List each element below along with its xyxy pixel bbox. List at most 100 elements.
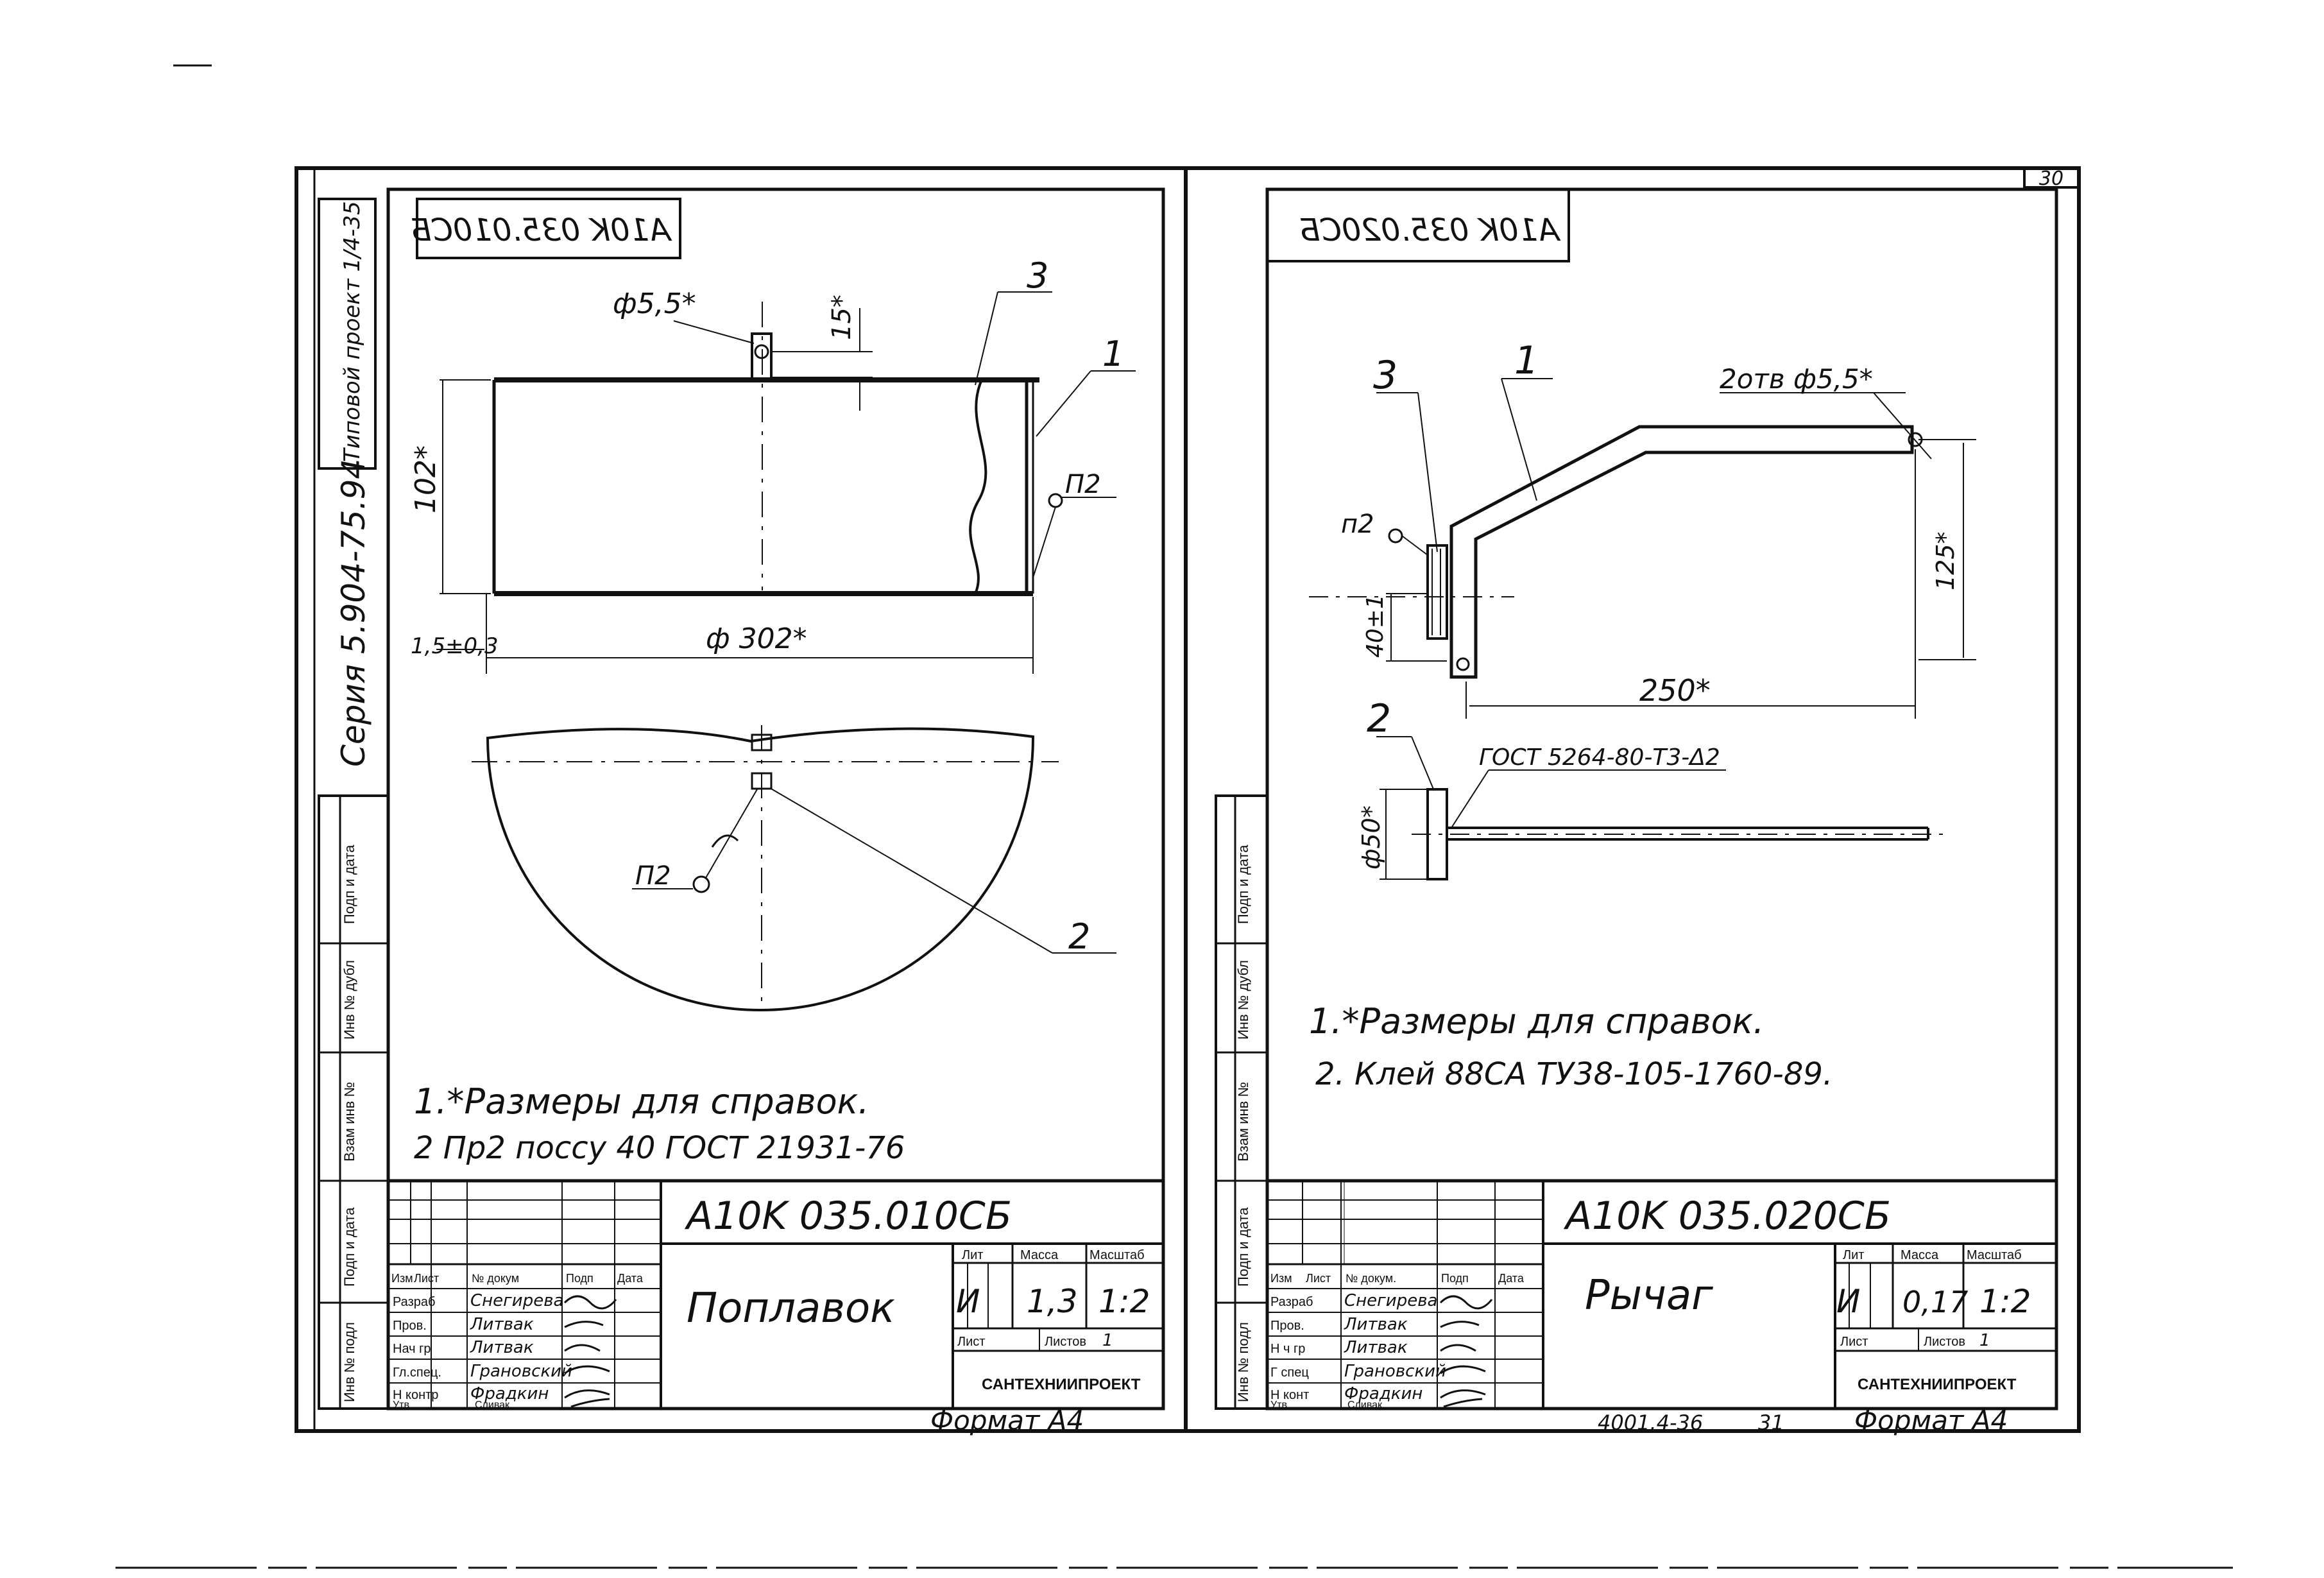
dim-lever-diameter: ф50* (1357, 805, 1385, 870)
right-side-label-5: Инв № подл (1235, 1322, 1251, 1402)
left-tb-sheets-hdr: Листов (1045, 1335, 1086, 1349)
left-tb-name-4: Грановский (470, 1362, 572, 1381)
right-tb-lit-hdr: Лит (1843, 1248, 1864, 1262)
dim-float-diameter: ф 302* (706, 622, 807, 655)
left-tb-name-5: Фрадкин (470, 1384, 549, 1403)
right-title-block (1265, 1179, 2058, 1411)
left-tb-scale: 1:2 (1098, 1283, 1150, 1320)
left-mirror-code-box (416, 198, 681, 259)
lever-dims (1386, 392, 1976, 719)
dim-top-height: 15* (827, 295, 857, 340)
left-tb-name-1: Снегирева (470, 1291, 563, 1310)
right-tb-signatures (1439, 1295, 1493, 1408)
right-tb-role-5: Н конт (1270, 1388, 1309, 1402)
right-side-label-4: Подп и дата (1235, 1207, 1251, 1287)
right-tb-col-izm: Изм (1270, 1272, 1292, 1285)
right-side-label-1: Подп и дата (1235, 845, 1251, 924)
right-note-1: 1.*Размеры для справок. (1309, 1001, 1764, 1042)
right-tb-name-3: Литвак (1344, 1338, 1408, 1357)
left-side-label-5: Инв № подл (341, 1322, 357, 1402)
lever-leaders (1376, 378, 1553, 556)
dim-float-height: 102* (409, 445, 442, 513)
float-front-view (492, 302, 1039, 596)
left-tb-mass: 1,3 (1027, 1283, 1078, 1320)
right-tb-role-6: Утв (1270, 1400, 1287, 1411)
left-tb-col-date: Дата (617, 1272, 644, 1285)
right-tb-org: САНТЕХНИИПРОЕКТ (1858, 1376, 2017, 1393)
left-tb-role-6: Утв (393, 1400, 409, 1411)
pos-2-label: 2 (1068, 916, 1090, 957)
right-tb-scale: 1:2 (1979, 1283, 2031, 1320)
right-tb-scale-hdr: Масштаб (1967, 1248, 2022, 1262)
right-tb-sheets-hdr: Листов (1924, 1335, 1965, 1349)
page-number: 30 (2039, 167, 2063, 190)
left-tb-role-2: Пров. (393, 1319, 427, 1333)
right-tb-name-1: Снегирева (1344, 1291, 1437, 1310)
weld-label-front: П2 (1065, 470, 1101, 499)
dim-lever-holes: 2отв ф5,5* (1720, 363, 1873, 395)
left-tb-col-izm: Изм (391, 1272, 413, 1285)
left-side-label-4: Подп и дата (341, 1207, 357, 1287)
right-side-label-3: Взам инв № (1235, 1082, 1251, 1162)
right-tb-name: Рычаг (1585, 1272, 1713, 1319)
right-tb-role-1: Разраб (1270, 1295, 1313, 1309)
dim-wall-thickness: 1,5±0,3 (411, 633, 499, 659)
right-tb-name-6: Сливак (1347, 1400, 1383, 1411)
left-tb-col-doc: № докум (472, 1272, 519, 1285)
left-tb-code: A10K 035.010СБ (684, 1194, 1012, 1239)
left-title-block (386, 1179, 1165, 1411)
left-tb-col-list: Лист (414, 1272, 439, 1285)
left-tb-signatures (563, 1295, 617, 1408)
lever-pos-2: 2 (1367, 696, 1391, 741)
right-tb-mass-hdr: Масса (1901, 1248, 1939, 1262)
right-tb-col-doc: № докум. (1346, 1272, 1396, 1285)
left-note-1: 1.*Размеры для справок. (414, 1081, 869, 1122)
right-format-label: Формат А4 (1854, 1405, 2008, 1436)
left-tb-name-6: Сливак (475, 1400, 510, 1411)
left-side-columns (318, 794, 389, 1410)
lever-pos-1: 1 (1514, 338, 1539, 383)
weld-label-plan: П2 (635, 861, 671, 891)
left-note-2: 2 Пр2 поссу 40 ГОСТ 21931-76 (414, 1130, 905, 1166)
left-tb-mass-hdr: Масса (1020, 1248, 1059, 1262)
float-plan-view (472, 725, 1116, 1011)
left-side-label-1: Подп и дата (341, 845, 357, 924)
pos-3-label: 3 (1027, 255, 1048, 296)
left-tb-role-4: Гл.спец. (393, 1366, 441, 1380)
left-mirror-code: A10K 035.010СБ (410, 212, 672, 248)
left-tb-name: Поплавок (687, 1285, 895, 1332)
left-tb-col-sign: Подп (566, 1272, 594, 1285)
lever-weld-label: п2 (1341, 510, 1374, 539)
lever-section-view (1376, 736, 1951, 880)
lever-pos-3: 3 (1373, 353, 1397, 398)
page-number-box (2023, 167, 2080, 189)
left-tb-role-5: Н контр (393, 1388, 438, 1402)
lever-view (1309, 425, 1923, 679)
right-tb-col-sign: Подп (1441, 1272, 1469, 1285)
right-mirror-code-box (1266, 188, 1570, 262)
right-tb-col-list: Лист (1306, 1272, 1331, 1285)
left-tb-sheets: 1 (1102, 1331, 1113, 1350)
right-tb-sheet-hdr: Лист (1840, 1335, 1868, 1349)
footer-code: 4001.4-36 (1598, 1411, 1703, 1435)
left-tb-role-1: Разраб (393, 1295, 435, 1309)
dim-lever-height: 125* (1931, 531, 1960, 590)
right-tb-name-2: Литвак (1344, 1315, 1408, 1334)
right-tb-name-5: Фрадкин (1344, 1384, 1423, 1403)
right-tb-mass: 0,17 (1902, 1285, 1968, 1319)
lever-gost-label: ГОСТ 5264-80-Т3-Δ2 (1479, 744, 1720, 771)
left-vertical-stamp: Типовой проект 1/4-35 (339, 201, 365, 462)
left-tb-lit-hdr: Лит (962, 1248, 983, 1262)
right-tb-lit: И (1836, 1283, 1860, 1320)
left-tb-name-3: Литвак (470, 1338, 534, 1357)
right-tb-name-4: Грановский (1344, 1362, 1446, 1381)
left-sheet-frame (295, 166, 1188, 1433)
right-note-2: 2. Клей 88СА ТУ38-105-1760-89. (1315, 1056, 1833, 1092)
left-tb-sheet-hdr: Лист (957, 1335, 985, 1349)
right-tb-role-4: Г спец (1270, 1366, 1309, 1380)
pos-1-label: 1 (1102, 334, 1124, 374)
dim-lever-length: 250* (1639, 673, 1711, 708)
left-side-label-2: Инв № дубл (341, 960, 357, 1040)
right-sheet-frame (1184, 166, 2081, 1433)
